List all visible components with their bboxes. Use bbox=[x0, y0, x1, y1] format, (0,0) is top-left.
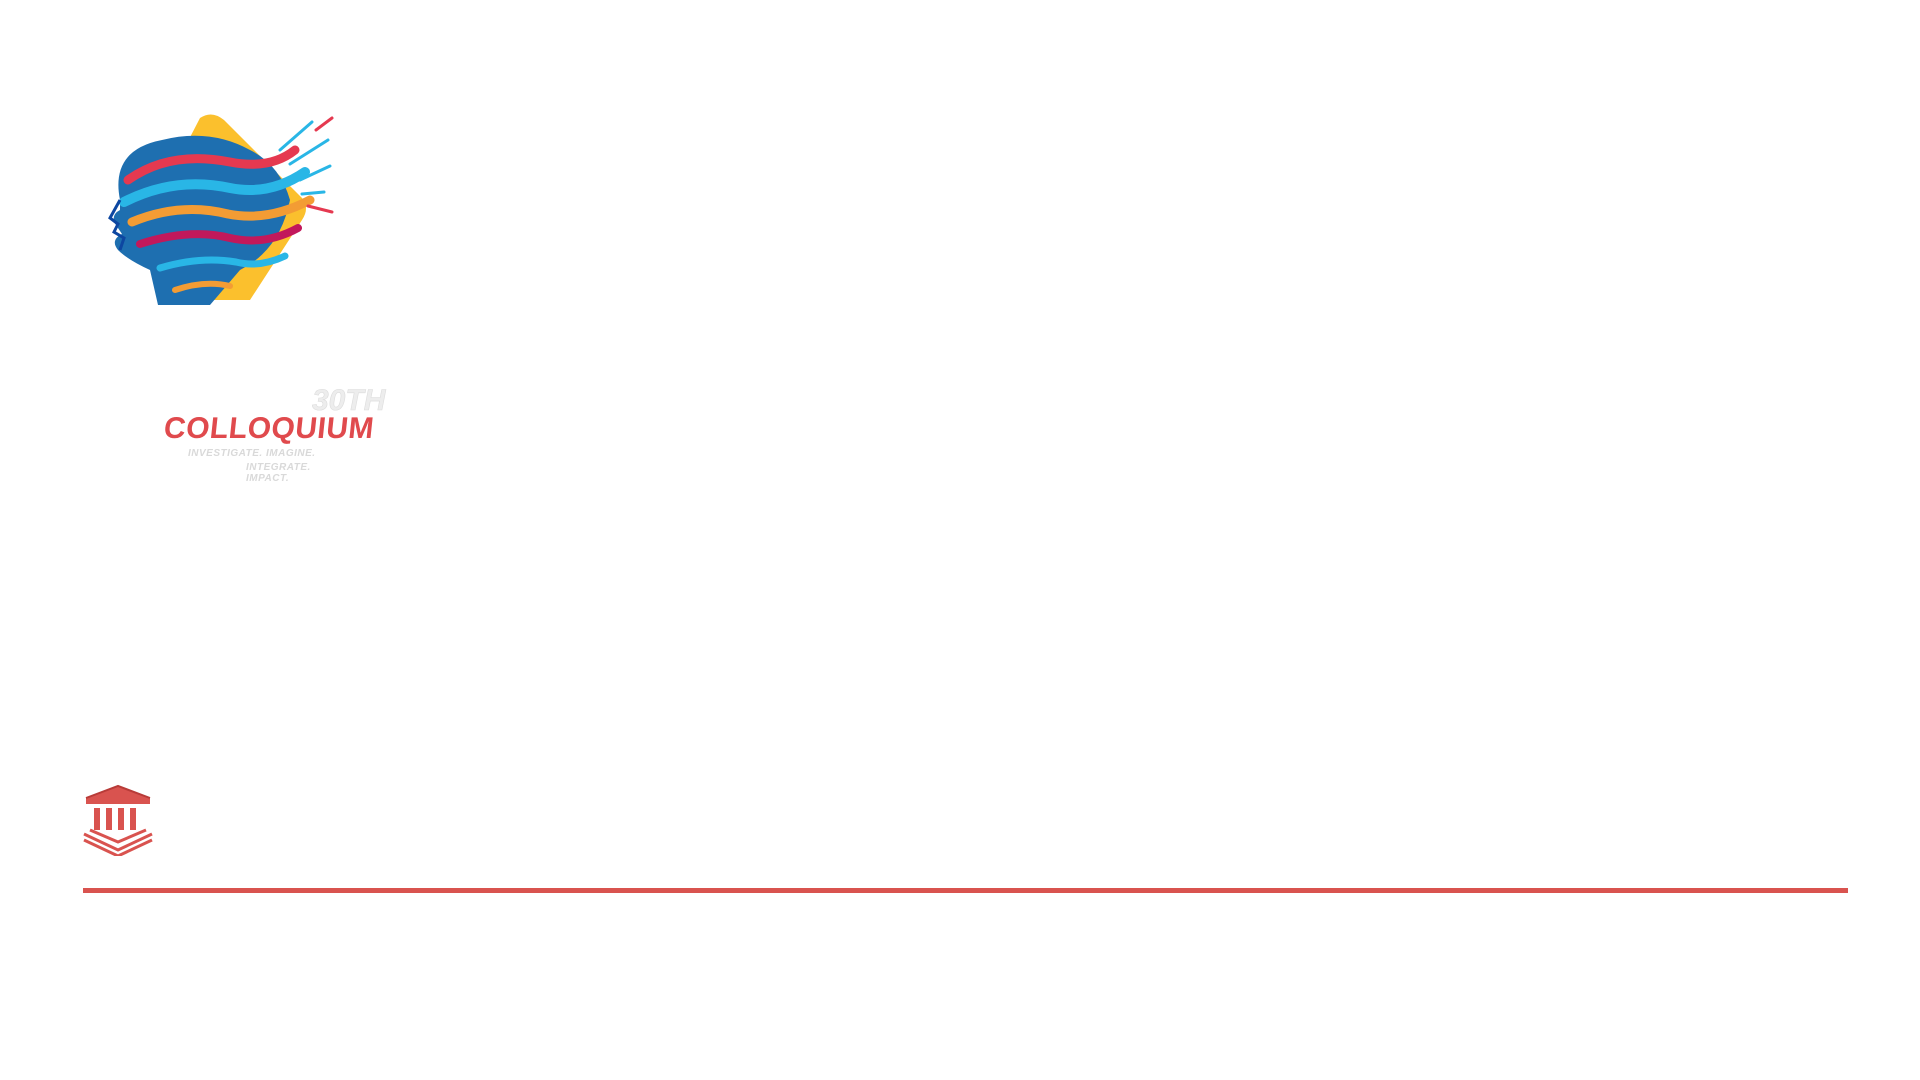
logo-tagline-1: INVESTIGATE. IMAGINE. bbox=[188, 448, 316, 459]
logo-year-text: 30TH bbox=[312, 384, 386, 418]
building-icon bbox=[82, 784, 154, 858]
colloquium-logo: 30TH COLLOQUIUM INVESTIGATE. IMAGINE. IN… bbox=[80, 110, 386, 484]
logo-tagline-2: INTEGRATE. IMPACT. bbox=[246, 462, 311, 484]
accent-divider-line bbox=[83, 888, 1848, 893]
abstract-head-icon bbox=[108, 114, 334, 305]
logo-wordmark: COLLOQUIUM bbox=[162, 412, 376, 445]
